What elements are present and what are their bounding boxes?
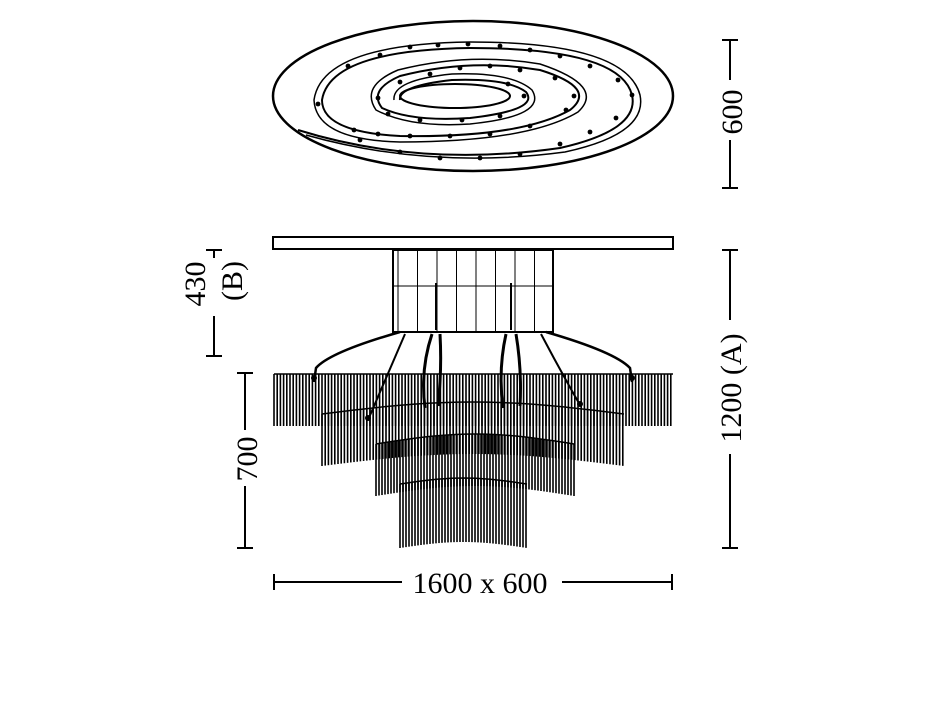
depth-label: 600 xyxy=(716,90,749,135)
fixture-height-tag: (B) xyxy=(216,261,249,301)
top-view-plate xyxy=(271,19,675,173)
dimension-overall-size: 1600 x 600 xyxy=(273,566,673,600)
top-view-center-ring xyxy=(399,83,511,109)
top-view xyxy=(271,19,675,173)
dimension-tiers-height: 700 xyxy=(230,372,264,549)
total-height-label: 1200 (A) xyxy=(715,333,748,442)
dimension-depth: 600 xyxy=(714,39,749,189)
top-view-spiral-inner xyxy=(305,41,642,159)
fixture-cage xyxy=(392,249,554,333)
fixture-height-label: 430 xyxy=(179,262,212,307)
crystal-tiers xyxy=(273,373,673,548)
tiers-height-label: 700 xyxy=(231,437,264,482)
front-view xyxy=(272,236,674,548)
dimension-total-height: 1200 (A) xyxy=(714,249,748,549)
overall-size-label: 1600 x 600 xyxy=(413,567,548,600)
ceiling-plate xyxy=(272,236,674,250)
top-view-crystal-points xyxy=(315,41,635,161)
dimension-fixture-height: 430 (B) xyxy=(179,249,249,357)
top-view-spiral-outer xyxy=(297,46,634,156)
